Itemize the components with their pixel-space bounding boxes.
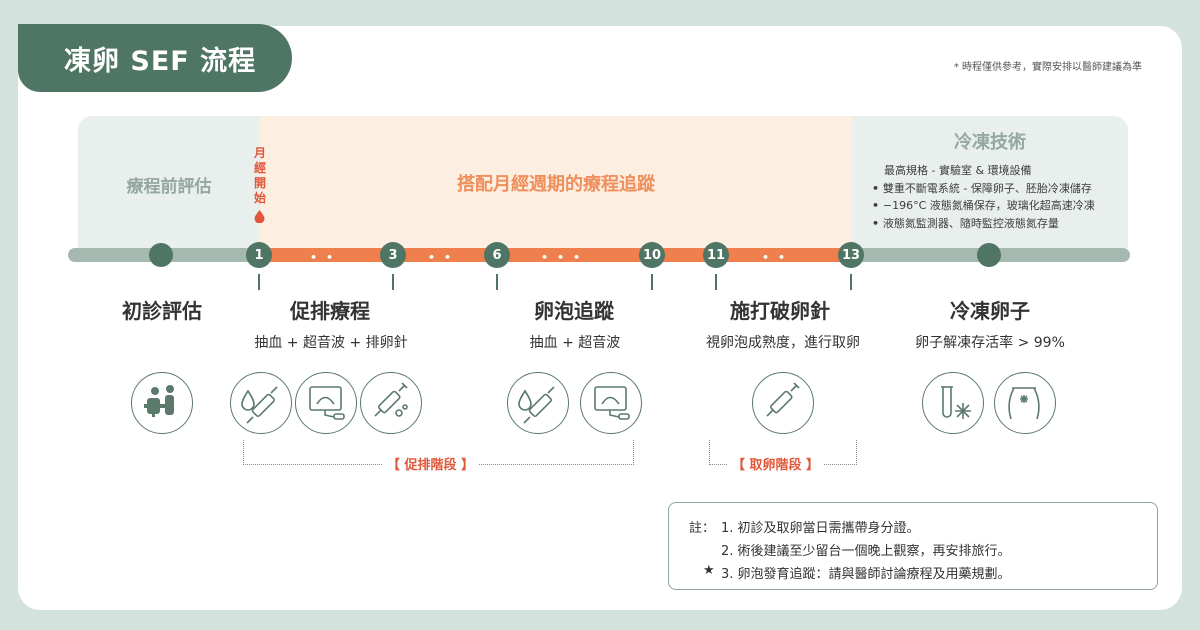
band-pre-treatment: 療程前評估	[78, 116, 260, 248]
menses-start-label: 月 經 開 始	[253, 146, 266, 205]
note-item: 1. 初診及取卵當日需攜帶身分證。	[721, 521, 920, 536]
timeline-node-consult	[149, 243, 173, 267]
stage-title-freeze: 冷凍卵子	[950, 299, 1030, 323]
injection-icon	[752, 372, 814, 434]
stage-desc-stimulation: 抽血 + 超音波 + 排卵針	[254, 335, 408, 351]
stage-desc-freeze: 卵子解凍存活率 > 99%	[915, 335, 1065, 351]
tick-mark	[715, 274, 717, 290]
timeline-dots: ••	[310, 251, 343, 264]
tick-mark	[651, 274, 653, 290]
stage-desc-follicle: 抽血 + 超音波	[529, 335, 621, 351]
note-item: 2. 術後建議至少留台一個晚上觀察，再安排旅行。	[721, 544, 1011, 559]
day-node-3: 3	[380, 242, 406, 268]
stage-desc-trigger: 視卵泡成熟度，進行取卵	[706, 335, 860, 351]
timeline-node-freeze	[977, 243, 1001, 267]
tick-mark	[850, 274, 852, 290]
spec-heading: 最高規格 - 實驗室 & 環境設備	[884, 164, 1032, 177]
timeline-dots: •••	[541, 251, 590, 264]
test-tube-freeze-icon	[922, 372, 984, 434]
band-pre-label: 療程前評估	[126, 177, 212, 197]
tick-mark	[258, 274, 260, 290]
stage-title-trigger: 施打破卵針	[730, 299, 830, 323]
stage-title-follicle: 卵泡追蹤	[534, 299, 614, 323]
band-cycle-tracking: 搭配月經週期的療程追蹤	[260, 116, 852, 248]
stage-title-stimulation: 促排療程	[290, 299, 370, 323]
cryo-tank-icon	[994, 372, 1056, 434]
band-freezing-tech: 冷凍技術 最高規格 - 實驗室 & 環境設備 雙重不斷電系統 - 保障卵子、胚胎…	[852, 116, 1128, 248]
band-post-title: 冷凍技術	[954, 132, 1026, 153]
day-node-11: 11	[703, 242, 729, 268]
spec-bullet: 雙重不斷電系統 - 保障卵子、胚胎冷凍儲存	[872, 180, 1095, 198]
timeline-dots: ••	[428, 251, 461, 264]
retrieval-phase-label: 【 取卵階段 】	[728, 454, 824, 473]
spec-bullet: 液態氮監測器、隨時監控液態氮存量	[872, 215, 1095, 233]
page-title: 凍卵 SEF 流程	[18, 24, 292, 92]
star-icon: ★	[703, 563, 715, 578]
tick-mark	[392, 274, 394, 290]
blood-drop-icon	[254, 210, 265, 223]
note-item: 3. 卵泡發育追蹤：請與醫師討論療程及用藥規劃。	[721, 567, 1011, 582]
reference-note: * 時程僅供參考，實際安排以醫師建議為準	[953, 62, 1142, 73]
blood-test-icon	[507, 372, 569, 434]
ultrasound-icon	[580, 372, 642, 434]
timeline-dots: ••	[762, 251, 795, 264]
stage-title-consult: 初診評估	[122, 299, 202, 323]
stimulation-phase-label: 【 促排階段 】	[383, 454, 479, 473]
day-node-1: 1	[246, 242, 272, 268]
day-node-10: 10	[639, 242, 665, 268]
notes-box: 註： 1. 初診及取卵當日需攜帶身分證。 2. 術後建議至少留台一個晚上觀察，再…	[668, 502, 1158, 590]
day-node-13: 13	[838, 242, 864, 268]
blood-test-icon	[230, 372, 292, 434]
ultrasound-icon	[295, 372, 357, 434]
injection-icon	[360, 372, 422, 434]
consultation-icon	[131, 372, 193, 434]
tick-mark	[496, 274, 498, 290]
day-node-6: 6	[484, 242, 510, 268]
notes-prefix: 註：	[689, 521, 716, 536]
freezing-specs: 最高規格 - 實驗室 & 環境設備 雙重不斷電系統 - 保障卵子、胚胎冷凍儲存 …	[872, 162, 1095, 232]
band-mid-label: 搭配月經週期的療程追蹤	[457, 174, 655, 195]
spec-bullet: −196°C 液態氮桶保存，玻璃化超高速冷凍	[872, 197, 1095, 215]
